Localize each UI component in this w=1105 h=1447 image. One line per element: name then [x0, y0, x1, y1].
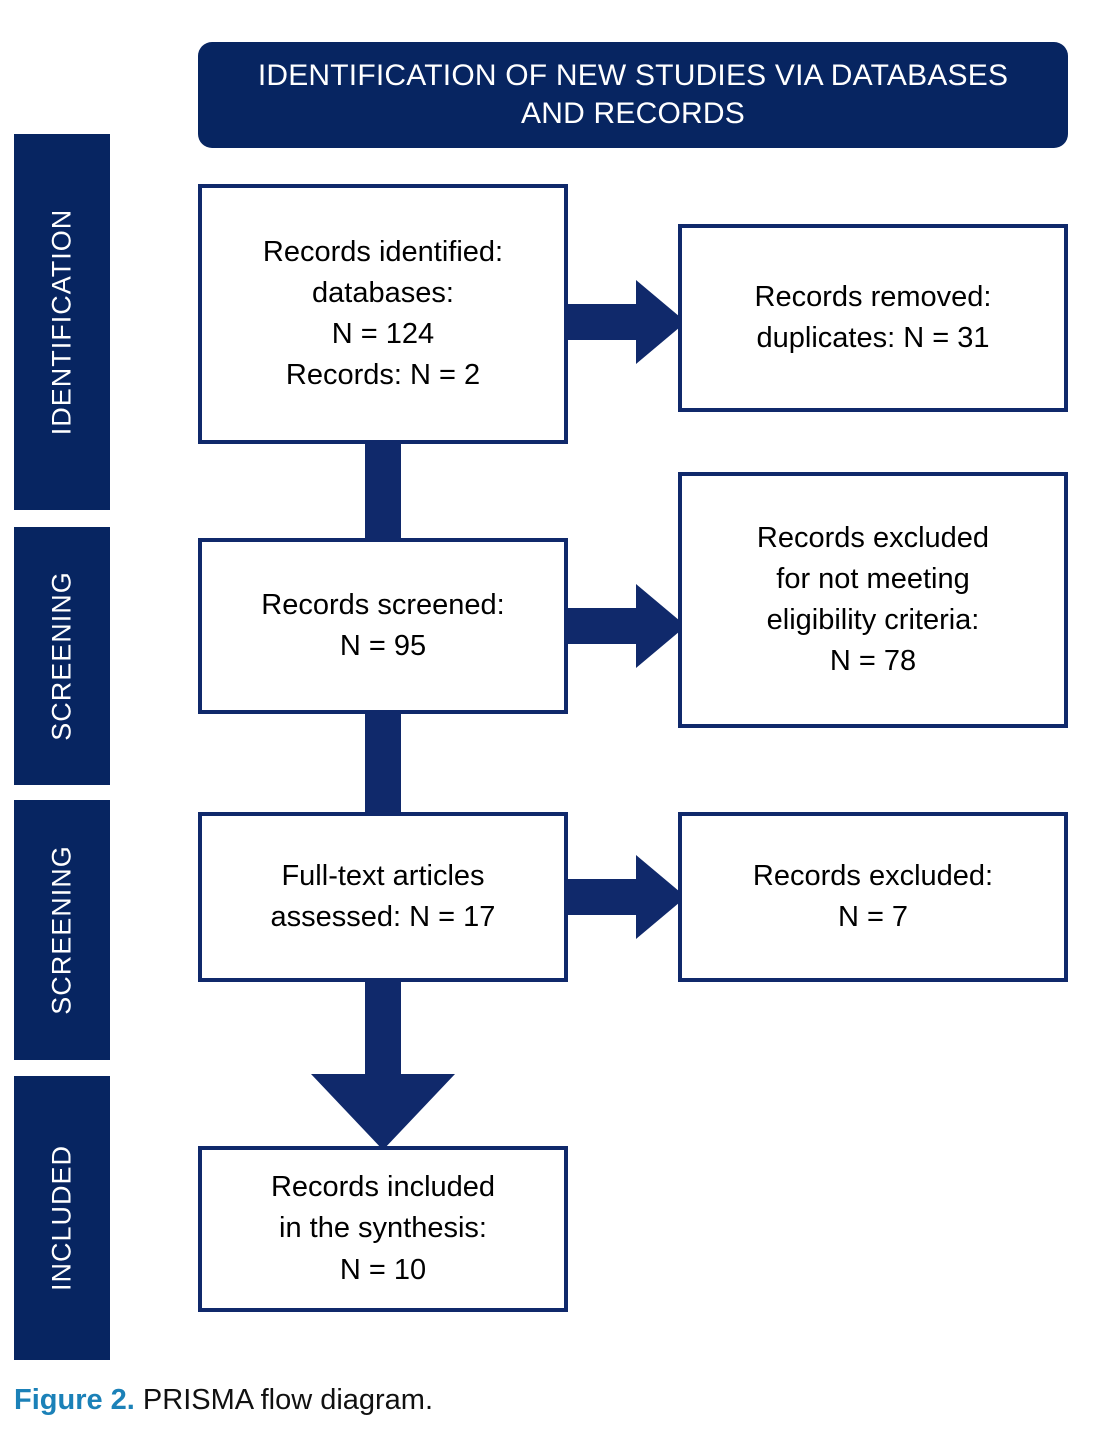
box-records-removed-duplicates-text: Records removed: duplicates: N = 31: [754, 280, 992, 354]
stage-label-screening-1: SCREENING: [46, 571, 77, 741]
box-records-excluded-text: Records excluded: N = 7: [752, 859, 994, 933]
diagram-header-banner: IDENTIFICATION OF NEW STUDIES VIA DATABA…: [198, 42, 1068, 148]
connector-identified-to-screened: [365, 440, 401, 542]
figure-caption: Figure 2. PRISMA flow diagram.: [14, 1382, 1074, 1420]
stage-bar-screening-1: SCREENING: [14, 527, 110, 785]
stage-bar-screening-2: SCREENING: [14, 800, 110, 1060]
box-records-included: Records included in the synthesis: N = 1…: [198, 1146, 568, 1312]
box-records-identified: Records identified: databases: N = 124 R…: [198, 184, 568, 444]
box-records-included-text: Records included in the synthesis: N = 1…: [270, 1171, 496, 1286]
stage-label-screening-2: SCREENING: [46, 845, 77, 1015]
arrow-fulltext-to-included: [311, 978, 455, 1150]
stage-label-identification: IDENTIFICATION: [46, 208, 77, 436]
box-records-excluded-eligibility: Records excluded for not meeting eligibi…: [678, 472, 1068, 728]
arrow-fulltext-to-excluded: [560, 853, 686, 941]
diagram-header-title: IDENTIFICATION OF NEW STUDIES VIA DATABA…: [257, 58, 1009, 130]
arrow-identified-to-duplicates: [560, 278, 686, 366]
box-records-screened-text: Records screened: N = 95: [261, 588, 505, 662]
figure-caption-text: PRISMA flow diagram.: [142, 1384, 434, 1416]
box-records-excluded-eligibility-text: Records excluded for not meeting eligibi…: [756, 521, 990, 678]
stage-label-included: INCLUDED: [46, 1144, 77, 1292]
stage-bar-identification: IDENTIFICATION: [14, 134, 110, 510]
box-fulltext-articles-assessed: Full-text articles assessed: N = 17: [198, 812, 568, 982]
box-fulltext-articles-assessed-text: Full-text articles assessed: N = 17: [270, 859, 496, 933]
stage-bar-included: INCLUDED: [14, 1076, 110, 1360]
arrow-screened-to-excluded-eligibility: [560, 582, 686, 670]
box-records-excluded: Records excluded: N = 7: [678, 812, 1068, 982]
figure-caption-label: Figure 2.: [14, 1384, 135, 1416]
box-records-screened: Records screened: N = 95: [198, 538, 568, 714]
box-records-identified-text: Records identified: databases: N = 124 R…: [262, 235, 504, 392]
connector-screened-to-fulltext: [365, 710, 401, 816]
box-records-removed-duplicates: Records removed: duplicates: N = 31: [678, 224, 1068, 412]
